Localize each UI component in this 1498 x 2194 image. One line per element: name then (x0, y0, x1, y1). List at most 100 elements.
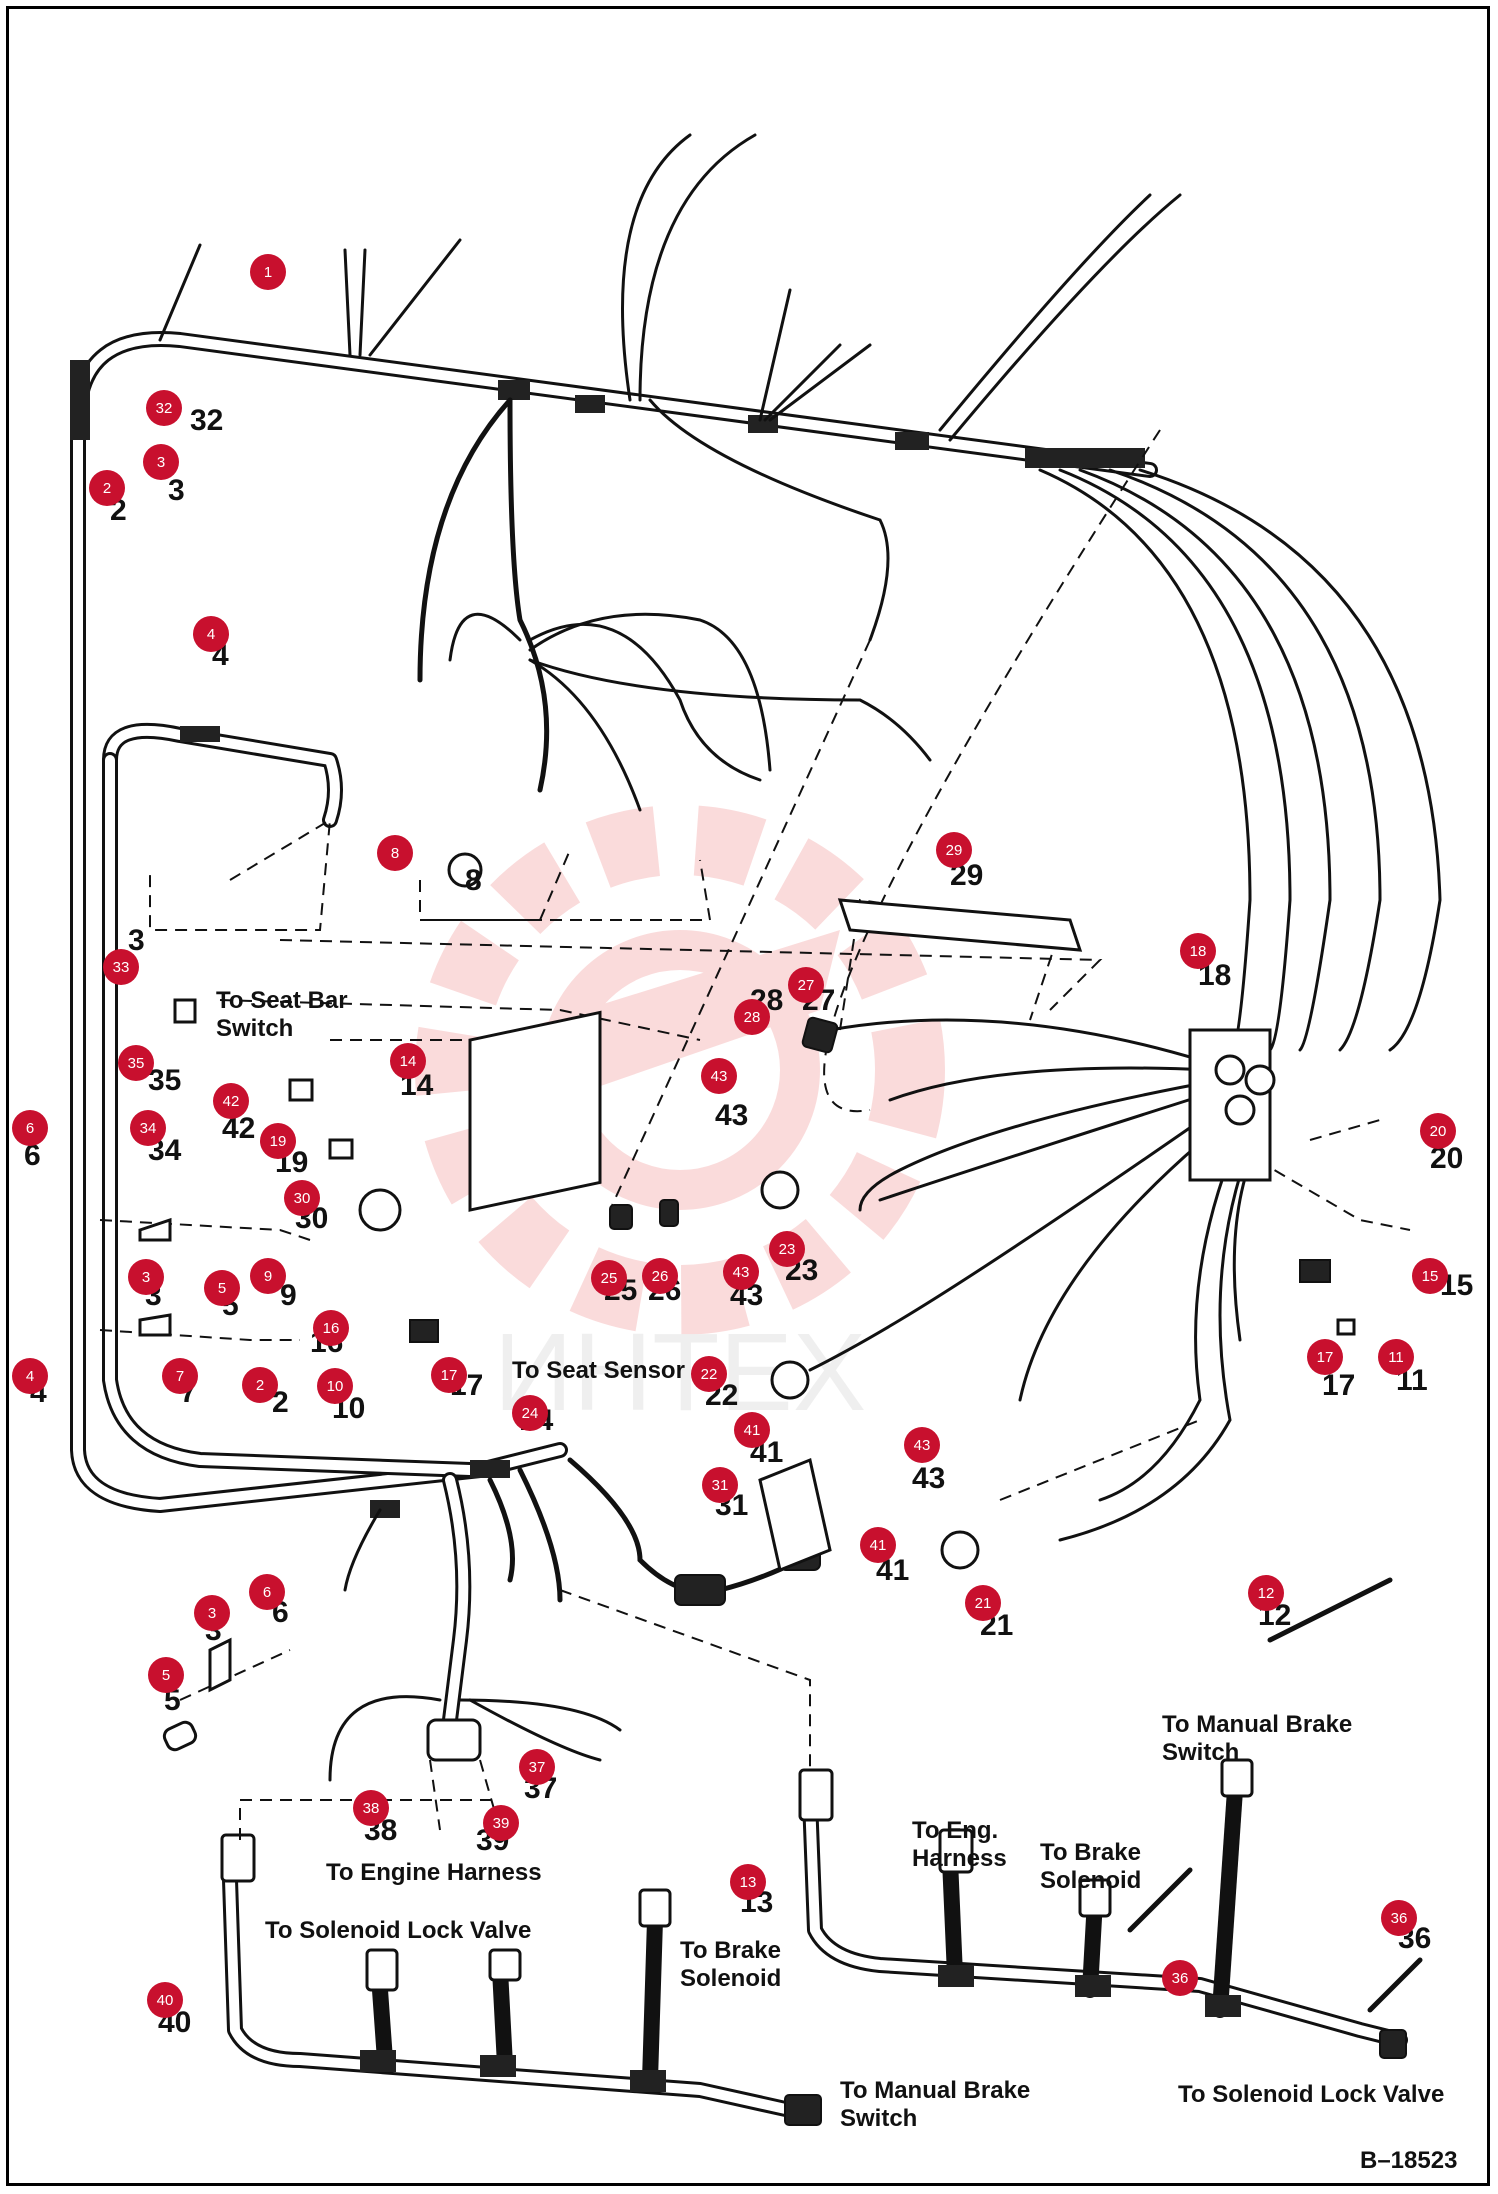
svg-text:8: 8 (465, 864, 482, 897)
manual-brake-top-line1: To Manual Brake (1162, 1711, 1352, 1738)
callout-41b: 41 (860, 1527, 896, 1563)
svg-text:14: 14 (400, 1053, 417, 1070)
callout-30: 30 (284, 1180, 320, 1216)
svg-text:40: 40 (157, 1992, 174, 2009)
callout-24: 24 (512, 1395, 548, 1431)
callout-3a: 3 (143, 444, 179, 480)
svg-text:2: 2 (272, 1386, 289, 1419)
svg-text:17: 17 (441, 1367, 458, 1384)
diagram-id: B–18523 (1360, 2147, 1457, 2174)
callout-6a: 6 (12, 1110, 48, 1146)
callout-18: 18 (1180, 933, 1216, 969)
svg-text:35: 35 (148, 1064, 181, 1097)
callout-29: 29 (936, 832, 972, 868)
callout-33: 33 (103, 949, 139, 985)
brake-solenoid-right-line2: Solenoid (1040, 1867, 1141, 1894)
callout-5b: 5 (148, 1657, 184, 1693)
svg-text:2: 2 (103, 480, 111, 497)
svg-text:3: 3 (128, 924, 145, 957)
svg-text:38: 38 (363, 1800, 380, 1817)
svg-text:20: 20 (1430, 1123, 1447, 1140)
callout-badges: 1 32 3 2 4 8 29 18 33 27 28 14 35 43 42 … (12, 254, 1456, 2018)
callout-8: 8 (377, 835, 413, 871)
svg-text:17: 17 (1317, 1349, 1334, 1366)
svg-text:4: 4 (207, 626, 215, 643)
svg-text:15: 15 (1422, 1268, 1439, 1285)
callout-22: 22 (691, 1356, 727, 1392)
svg-text:3: 3 (157, 454, 165, 471)
svg-text:33: 33 (113, 959, 130, 976)
callout-16: 16 (313, 1310, 349, 1346)
svg-text:35: 35 (128, 1055, 145, 1072)
callout-2b: 2 (242, 1367, 278, 1403)
solenoid-lock-left-label: To Solenoid Lock Valve (265, 1917, 531, 1944)
svg-text:5: 5 (218, 1280, 226, 1297)
callout-26: 26 (642, 1258, 678, 1294)
svg-text:1: 1 (264, 264, 272, 281)
callout-4b: 4 (12, 1358, 48, 1394)
main-harness (70, 331, 1158, 1518)
svg-text:19: 19 (270, 1133, 287, 1150)
callout-23: 23 (769, 1231, 805, 1267)
svg-text:21: 21 (975, 1595, 992, 1612)
callout-43a: 43 (701, 1058, 737, 1094)
svg-text:2: 2 (256, 1377, 264, 1394)
svg-text:31: 31 (712, 1477, 729, 1494)
callout-12: 12 (1248, 1575, 1284, 1611)
callout-40: 40 (147, 1982, 183, 2018)
callout-42: 42 (213, 1083, 249, 1119)
annotations: To Seat Bar Switch To Seat Sensor To Eng… (216, 987, 1457, 2174)
svg-text:25: 25 (601, 1270, 618, 1287)
svg-text:43: 43 (715, 1099, 748, 1132)
callout-17b: 17 (1307, 1339, 1343, 1375)
svg-text:43: 43 (912, 1462, 945, 1495)
manual-brake-top-line2: Switch (1162, 1739, 1239, 1766)
callout-36b: 36 (1162, 1960, 1198, 1996)
callout-43b: 43 (723, 1254, 759, 1290)
callout-1: 1 (250, 254, 286, 290)
svg-text:22: 22 (701, 1366, 718, 1383)
svg-text:16: 16 (323, 1320, 340, 1337)
svg-text:27: 27 (798, 977, 815, 994)
svg-text:36: 36 (1391, 1910, 1408, 1927)
svg-text:8: 8 (391, 845, 399, 862)
manual-brake-bottom-line1: To Manual Brake (840, 2077, 1030, 2104)
brake-solenoid-right-line1: To Brake (1040, 1839, 1141, 1866)
brake-solenoid-left-line1: To Brake (680, 1937, 781, 1964)
callout-5a: 5 (204, 1270, 240, 1306)
callout-2a: 2 (89, 470, 125, 506)
svg-text:39: 39 (493, 1815, 510, 1832)
callout-20: 20 (1420, 1113, 1456, 1149)
manual-brake-bottom-line2: Switch (840, 2105, 917, 2132)
callout-4a: 4 (193, 616, 229, 652)
top-branches (158, 133, 1442, 1062)
svg-text:9: 9 (264, 1268, 272, 1285)
svg-text:9: 9 (280, 1279, 297, 1312)
svg-text:12: 12 (1258, 1585, 1275, 1602)
svg-text:6: 6 (24, 1139, 41, 1172)
brake-solenoid-left-line2: Solenoid (680, 1965, 781, 1992)
eng-harness-right-line1: To Eng. (912, 1817, 998, 1844)
callout-19: 19 (260, 1123, 296, 1159)
callout-27: 27 (788, 967, 824, 1003)
bottom-harness-right (798, 1577, 1423, 2059)
svg-text:26: 26 (652, 1268, 669, 1285)
svg-text:3: 3 (142, 1269, 150, 1286)
seat-bar-label-line1: To Seat Bar (216, 987, 348, 1014)
svg-text:6: 6 (26, 1120, 34, 1137)
seat-sensor-label: To Seat Sensor (512, 1357, 685, 1384)
callout-32: 32 (146, 390, 182, 426)
callout-37: 37 (519, 1749, 555, 1785)
solenoid-lock-right-label: To Solenoid Lock Valve (1178, 2081, 1444, 2108)
svg-text:5: 5 (162, 1667, 170, 1684)
callout-3c: 3 (194, 1595, 230, 1631)
callout-17a: 17 (431, 1357, 467, 1393)
callout-15: 15 (1412, 1258, 1448, 1294)
callout-6b: 6 (249, 1574, 285, 1610)
svg-text:34: 34 (140, 1120, 157, 1137)
svg-text:41: 41 (744, 1422, 761, 1439)
svg-text:43: 43 (711, 1068, 728, 1085)
svg-text:10: 10 (327, 1378, 344, 1395)
svg-text:13: 13 (740, 1874, 757, 1891)
svg-text:24: 24 (522, 1405, 539, 1422)
